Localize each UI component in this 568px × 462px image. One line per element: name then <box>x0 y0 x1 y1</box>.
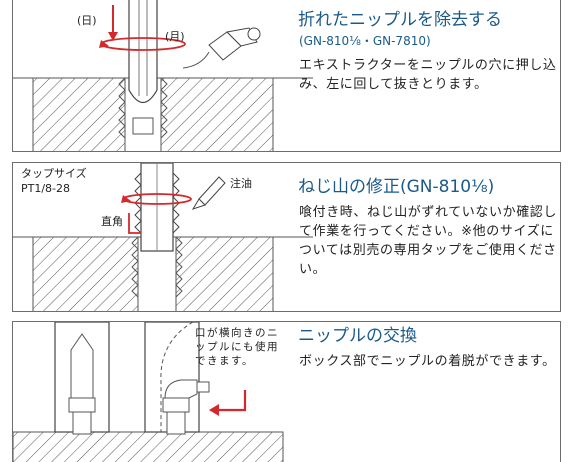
workpiece <box>13 431 284 462</box>
section-title: ねじ山の修正(GN-810⅛) <box>298 177 495 197</box>
workpiece-right <box>160 77 274 151</box>
broken-nipple <box>132 117 154 135</box>
nipple-exchange-illustration <box>13 322 284 462</box>
workpiece-right <box>175 236 274 311</box>
oil-can-icon <box>191 176 226 210</box>
section-title: 折れたニップルを除去する <box>298 10 502 30</box>
extractor-tool <box>128 0 158 104</box>
push-label: (日) <box>77 14 97 27</box>
extractor-illustration <box>13 0 313 151</box>
section-thread-repair: タップサイズ PT1/8-28 注油 直角 ねじ山の修正(GN-810⅛) 喰付… <box>12 162 561 312</box>
insert-arrow-icon <box>217 390 247 412</box>
section-body: ボックス部でニップルの着脱ができます。 <box>299 354 556 369</box>
removed-nipple-icon <box>182 27 261 69</box>
section-remove-broken-nipple: (日) (月) 折れたニップルを除去する (GN-810⅛・GN-7810) エ… <box>12 0 561 152</box>
section-title: ニップルの交換 <box>298 326 417 346</box>
workpiece-left <box>32 236 139 311</box>
nipple-straight <box>70 333 94 399</box>
section-body: エキストラクターをニップルの穴に押し込み、左に回して抜きとります。 <box>299 58 557 92</box>
model-subtitle: (GN-810⅛・GN-7810) <box>299 34 431 48</box>
tap-size-value: PT1/8-28 <box>21 182 71 195</box>
oil-label: 注油 <box>230 177 252 190</box>
turn-label: (月) <box>165 30 185 43</box>
nipple-angled <box>162 379 210 435</box>
angled-nipple-note: 口が横向きのニップルにも使用できます。 <box>195 327 279 367</box>
right-angle-label: 直角 <box>101 215 123 228</box>
tap-size-label: タップサイズ <box>21 167 87 180</box>
section-body: 喰付き時、ねじ山がずれていないか確認して作業を行ってください。※他のサイズについ… <box>299 205 558 277</box>
section-nipple-exchange: 口が横向きのニップルにも使用できます。 ニップルの交換 ボックス部でニップルの着… <box>12 321 561 462</box>
workpiece-left <box>32 77 126 151</box>
tap-illustration <box>13 163 313 311</box>
right-angle-marker <box>128 213 141 234</box>
